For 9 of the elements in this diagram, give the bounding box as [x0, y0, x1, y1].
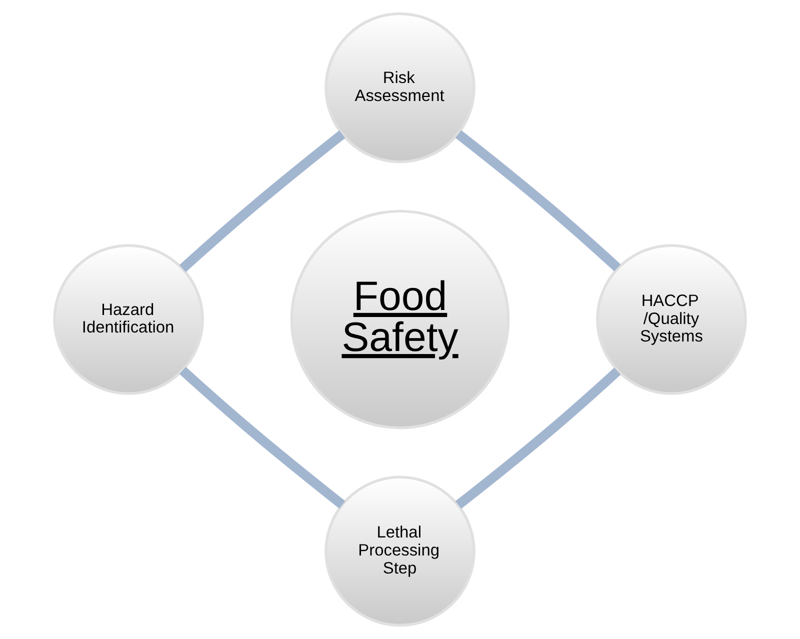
- connector: [179, 366, 346, 509]
- node-circle: HACCP /Quality Systems: [596, 244, 747, 395]
- connector: [179, 130, 346, 272]
- connector: [455, 130, 621, 272]
- node-circle: Hazard Identification: [53, 244, 204, 395]
- node-circle: Food Safety: [290, 210, 510, 430]
- node-circle: Lethal Processing Step: [324, 476, 476, 627]
- node-circle: Risk Assessment: [324, 12, 476, 164]
- connector: [455, 368, 621, 509]
